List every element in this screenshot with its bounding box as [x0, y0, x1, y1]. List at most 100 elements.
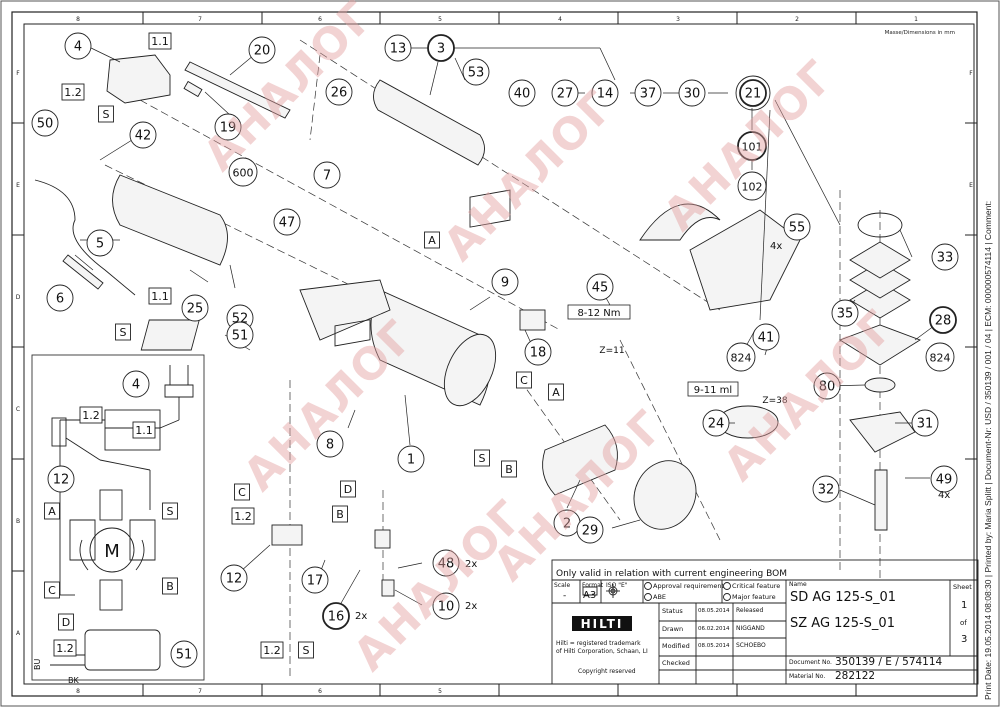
- callout-number: 45: [592, 281, 609, 296]
- callout-number: 19: [220, 121, 237, 136]
- callout-number: 1: [407, 453, 415, 468]
- callout-31: 31: [911, 409, 939, 437]
- callout-circle: [46, 284, 74, 312]
- sheet-total: 3: [961, 634, 968, 645]
- callout-49: 49: [930, 465, 958, 493]
- zone-left-F: F: [16, 70, 20, 77]
- callout-2: 2: [553, 509, 581, 537]
- zone-left-C: C: [16, 406, 20, 413]
- wire-tag-A: A: [548, 383, 564, 401]
- zone-bottom-8: 8: [76, 688, 80, 695]
- wire-tag-box: [501, 460, 517, 478]
- callout-18: 18: [524, 338, 552, 366]
- gear-housing-part: [689, 209, 801, 311]
- document-label: Document No.: [789, 659, 832, 666]
- holder-18-part: [519, 309, 546, 331]
- wire-tag-label: A: [428, 234, 436, 247]
- callout-21: 21: [735, 75, 771, 111]
- wire-tag-label: S: [303, 644, 310, 657]
- switch-part: [106, 54, 171, 104]
- callout-circle: [122, 370, 150, 398]
- scale-value: -: [563, 591, 567, 601]
- callout-number: 4: [132, 378, 140, 393]
- qty-55: 4x: [770, 241, 782, 252]
- callout-4: 4: [64, 32, 92, 60]
- callout-number: 35: [837, 307, 854, 322]
- wire-tag-D: D: [340, 480, 356, 498]
- callout-circle: [228, 157, 258, 187]
- wiring-schematic-frame: [31, 354, 205, 681]
- zone-bottom-6: 6: [318, 688, 322, 695]
- callout-48: 48: [432, 549, 460, 577]
- status-value: Released: [736, 607, 764, 614]
- callout-circle: [931, 243, 959, 271]
- callout-circle: [47, 465, 75, 493]
- wire-tag-1-2: 1.2: [79, 406, 103, 424]
- callout-number: 18: [530, 346, 547, 361]
- wire-color-bu: BU: [33, 659, 42, 670]
- callout-8: 8: [316, 430, 344, 458]
- callout-26: 26: [325, 78, 353, 106]
- wire-tag-box: [162, 502, 178, 520]
- zone-top-1: 1: [914, 16, 918, 23]
- callout-53: 53: [462, 58, 490, 86]
- wire-tag-label: 1.2: [56, 642, 74, 655]
- callout-number: 4: [74, 40, 82, 55]
- callout-circle: [432, 549, 460, 577]
- callout-600: 600: [228, 157, 258, 187]
- hilti-logo-text: HILTI: [581, 617, 624, 631]
- quantity-labels: 4x 2x 2x 2x 4x: [355, 241, 950, 622]
- callout-50: 50: [31, 109, 59, 137]
- wire-tag-S: S: [162, 502, 178, 520]
- callout-circle: [930, 465, 958, 493]
- zone-bottom-7: 7: [198, 688, 202, 695]
- checked-label: Checked: [662, 659, 690, 667]
- callout-number: 30: [684, 87, 701, 102]
- callout-circle: [551, 79, 579, 107]
- callout-circle: [508, 79, 536, 107]
- callout-6: 6: [46, 284, 74, 312]
- wire-tag-box: [340, 480, 356, 498]
- wire-tag-label: 1.1: [135, 424, 153, 437]
- callout-circle: [524, 338, 552, 366]
- wire-tag-label: 1.2: [234, 510, 252, 523]
- wire-tag-label: B: [166, 580, 174, 593]
- zone-bottom-5: 5: [438, 688, 442, 695]
- wire-tag-1-1: 1.1: [148, 287, 172, 305]
- flange-part: [849, 411, 916, 453]
- callout-number: 48: [438, 557, 455, 572]
- callout-number: 33: [937, 251, 954, 266]
- callout-35: 35: [831, 299, 859, 327]
- copyright: Copyright reserved: [578, 668, 636, 675]
- callout-circle: [129, 121, 157, 149]
- callout-27: 27: [551, 79, 579, 107]
- callout-101: 101: [737, 131, 767, 161]
- wire-tag-box: [332, 505, 348, 523]
- wire-tag-C: C: [44, 581, 60, 599]
- wire-tag-box: [98, 105, 114, 123]
- callout-4: 4: [122, 370, 150, 398]
- iso-label: ISO "E": [606, 582, 628, 589]
- name-label: Name: [789, 581, 807, 588]
- callout-9: 9: [491, 268, 519, 296]
- power-cord-part: [34, 179, 136, 296]
- wire-tag-box: [548, 383, 564, 401]
- suppressor-part: [271, 524, 303, 546]
- wire-tag-label: C: [48, 584, 56, 597]
- rear-housing-part: [112, 174, 228, 266]
- dimensions-note: Masse/Dimensions in mm: [885, 30, 955, 36]
- zone-top-8: 8: [76, 16, 80, 23]
- top-zone-strip: [12, 12, 977, 696]
- callout-circle: [220, 564, 248, 592]
- callout-circle: [214, 113, 242, 141]
- wire-tag-box: [58, 613, 74, 631]
- callout-number: 20: [254, 44, 271, 59]
- callout-circle: [432, 592, 460, 620]
- callout-number: 80: [819, 380, 836, 395]
- callout-circle: [313, 161, 341, 189]
- motor-symbol: M: [104, 541, 120, 562]
- torque-spec: 8-12 Nm: [577, 308, 620, 319]
- wire-tag-box: [234, 483, 250, 501]
